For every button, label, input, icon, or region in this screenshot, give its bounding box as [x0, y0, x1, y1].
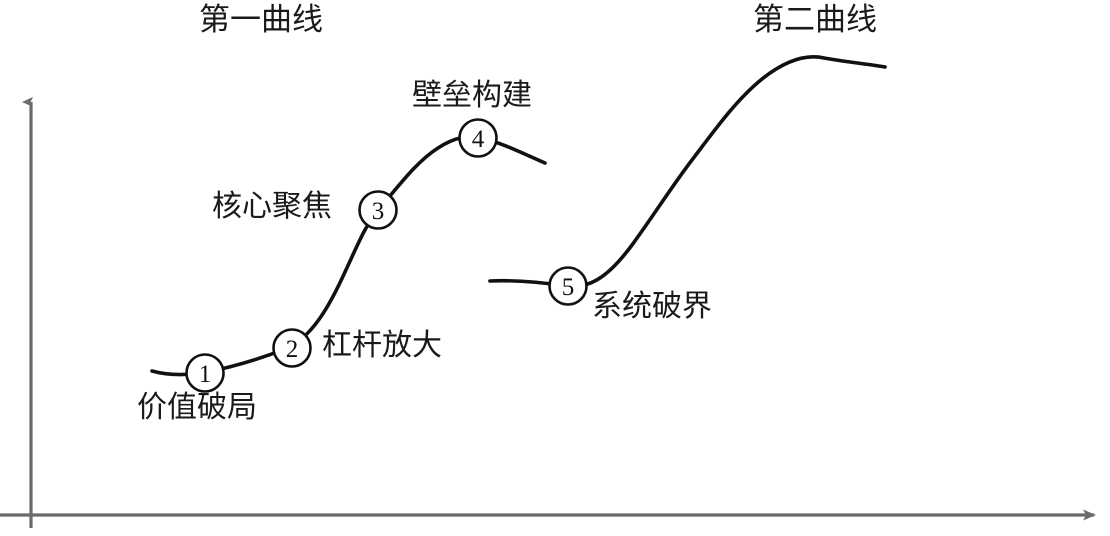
node-label-2: 杠杆放大 [322, 329, 442, 362]
node-circle-4[interactable]: 4 [458, 118, 498, 158]
node-circle-1[interactable]: 1 [185, 353, 225, 393]
node-number-5: 5 [562, 274, 575, 301]
node-label-1: 价值破局 [137, 391, 257, 424]
node-number-3: 3 [372, 198, 385, 225]
node-circle-3[interactable]: 3 [358, 190, 398, 230]
node-circle-5[interactable]: 5 [548, 266, 588, 306]
node-number-1: 1 [199, 361, 212, 388]
node-label-4: 壁垒构建 [412, 79, 532, 112]
second-curve-title: 第二曲线 [753, 2, 877, 37]
node-label-5: 系统破界 [592, 290, 712, 323]
node-label-3: 核心聚焦 [212, 190, 332, 223]
node-circle-2[interactable]: 2 [272, 328, 312, 368]
node-number-2: 2 [286, 336, 299, 363]
first-curve-title: 第一曲线 [199, 2, 323, 37]
second-curve-path [488, 55, 887, 289]
node-number-4: 4 [472, 126, 485, 153]
